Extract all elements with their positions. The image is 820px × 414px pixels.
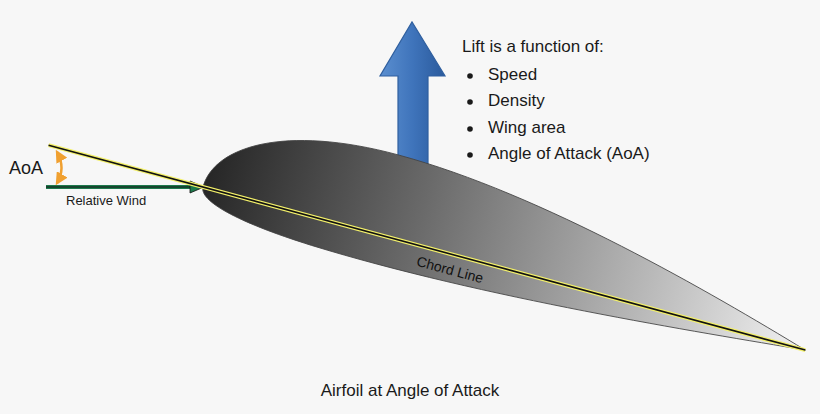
relative-wind-line [46,185,192,189]
bullet-dot [467,73,473,79]
bullet-dot [467,99,473,105]
aoa-label: AoA [9,158,43,180]
bullet-dot [467,152,473,158]
lift-factor: Wing area [488,118,565,138]
relative-wind-label: Relative Wind [66,193,146,209]
lift-factor: Speed [488,65,537,85]
lift-factor: Angle of Attack (AoA) [488,144,650,164]
chord-line-halo [49,145,806,350]
relative-wind-line-core [46,186,192,187]
chord-line [49,145,806,350]
bullet-dot [467,126,473,132]
lift-heading: Lift is a function of: [462,37,604,57]
aoa-arc [57,152,62,183]
caption: Airfoil at Angle of Attack [321,381,500,401]
airfoil-shape: Chord Line [203,140,813,360]
airfoil-outline [203,140,813,360]
airfoil-body [195,108,820,378]
lift-factor: Density [488,91,545,111]
